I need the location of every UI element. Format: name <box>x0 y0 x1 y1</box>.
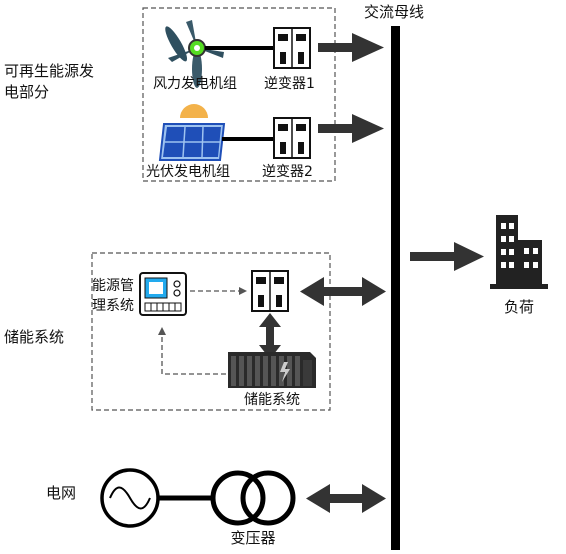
bus-to-load-arrow <box>410 242 484 271</box>
ems-terminal-icon <box>139 272 187 316</box>
inverter2-to-bus-arrow <box>318 114 384 143</box>
storage-dashed-box <box>91 252 331 411</box>
generator-icon <box>100 468 160 528</box>
grid-section-label: 电网 <box>46 484 76 502</box>
storage-inverter-icon <box>251 270 289 312</box>
pv-label: 光伏发电机组 <box>146 164 230 180</box>
inverter2-icon <box>273 117 311 159</box>
storage-section-label: 储能系统 <box>4 328 64 346</box>
ac-bus-label: 交流母线 <box>364 3 424 21</box>
transformer-label: 变压器 <box>230 529 275 547</box>
battery-label: 储能系统 <box>244 392 300 408</box>
building-icon <box>490 215 548 289</box>
ems-label-line2: 理系统 <box>92 298 134 314</box>
wind-label: 风力发电机组 <box>153 76 237 92</box>
inverter1-icon <box>273 27 311 69</box>
renewable-section-label-line1: 可再生能源发 <box>4 62 94 80</box>
solar-panel-icon <box>158 104 226 161</box>
transformer-icon <box>210 470 296 526</box>
load-label: 负荷 <box>504 298 534 316</box>
inverter2-label: 逆变器2 <box>262 164 313 180</box>
grid-bus-double-arrow <box>306 484 386 513</box>
wind-turbine-icon <box>165 20 224 88</box>
ems-label-line1: 能源管 <box>92 278 134 294</box>
inverter1-label: 逆变器1 <box>264 76 315 92</box>
inverter1-to-bus-arrow <box>318 33 384 62</box>
battery-container-icon <box>228 352 316 388</box>
renewable-section-label-line2: 电部分 <box>4 83 49 101</box>
renewable-dashed-box <box>142 7 336 182</box>
battery-to-ems-dashed-arrow <box>158 327 226 375</box>
storage-bus-double-arrow <box>300 277 386 306</box>
ac-bus <box>391 26 400 550</box>
